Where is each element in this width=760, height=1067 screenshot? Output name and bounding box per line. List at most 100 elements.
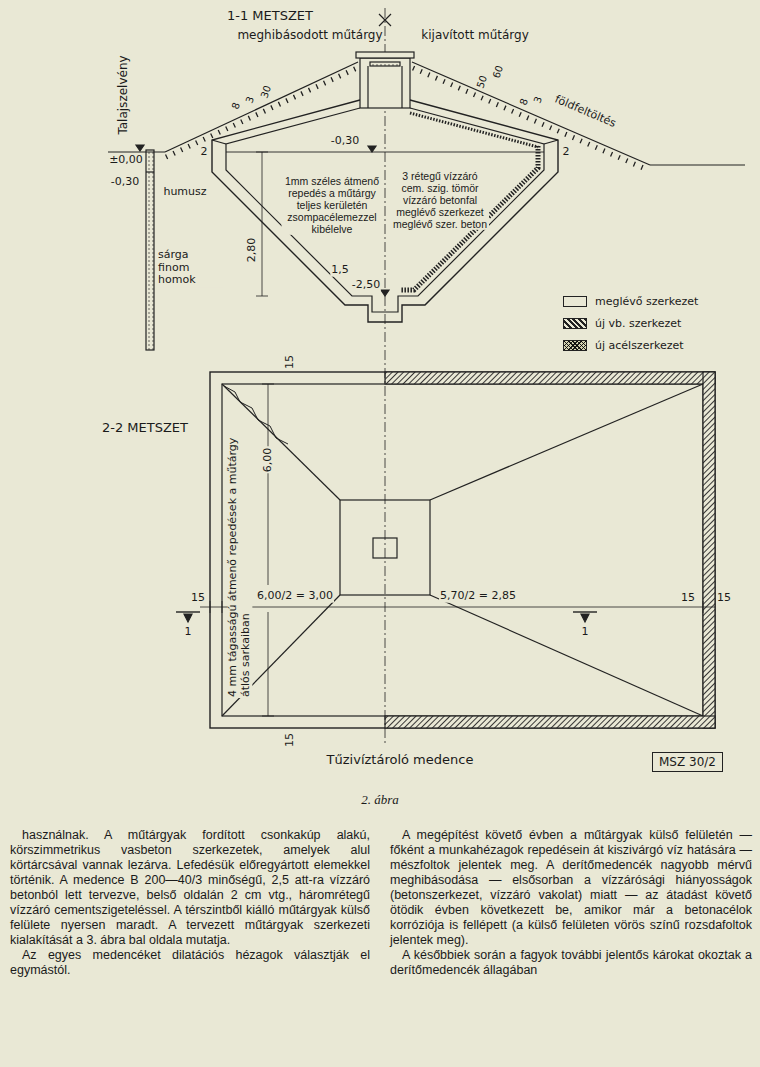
box-text: MSZ 30/2 xyxy=(653,753,722,771)
inner-profile xyxy=(226,108,544,312)
dimension-label: 15 xyxy=(716,592,732,605)
water-mark xyxy=(368,146,376,152)
dimension-label: 8 xyxy=(229,100,243,112)
dimension-label: 2 xyxy=(562,146,571,159)
body-paragraph: A megépítést követő évben a műtárgyak kü… xyxy=(390,828,752,948)
dimension-label: 3 xyxy=(531,94,545,106)
chimney-lid xyxy=(356,52,414,58)
joint-line xyxy=(212,140,226,144)
soil-column xyxy=(146,150,154,350)
note-text: 3 rétegű vízzáró cem. szig. tömör vízzár… xyxy=(391,170,489,230)
body-paragraph: A későbbiek során a fagyok további jelen… xyxy=(390,948,752,978)
section-1-1 xyxy=(108,8,745,350)
dimension-label: 30 xyxy=(258,83,274,101)
section-2-2 xyxy=(176,350,715,745)
section-arrow xyxy=(184,614,192,622)
ground-line xyxy=(108,151,165,152)
dimension-label: 2,80 xyxy=(246,237,259,264)
chimney xyxy=(360,58,410,108)
level-label: -2,50 xyxy=(351,279,381,292)
axis-line xyxy=(385,350,386,745)
figure-caption: 2. ábra xyxy=(361,792,399,808)
new-band xyxy=(703,372,715,728)
joint-line xyxy=(544,140,558,144)
dimension-label: 15 xyxy=(190,592,206,605)
dimension-line xyxy=(200,607,715,608)
legend-row: új vb. szerkezet xyxy=(563,312,698,334)
soil-label: sárga finom homok xyxy=(157,249,223,287)
dimension-tick xyxy=(210,601,211,613)
fill-hatch xyxy=(166,68,357,157)
dimension-label: 5,70/2 = 2,85 xyxy=(439,590,517,603)
fill-label: földfeltöltés xyxy=(552,93,619,131)
dimension-tick xyxy=(262,384,274,385)
dimension-label: 2 xyxy=(200,146,209,159)
chimney-cap xyxy=(370,62,400,66)
half-label: kijavított műtárgy xyxy=(420,29,529,43)
dimension-tick xyxy=(256,296,268,297)
level-label: -0,30 xyxy=(110,176,140,189)
section-mark xyxy=(573,611,597,612)
ground-line xyxy=(650,164,745,165)
text-column: használnak. A műtárgyak fordított csonka… xyxy=(10,828,370,978)
section-label: 1 xyxy=(581,626,590,639)
outer-wall xyxy=(210,372,715,728)
legend-row: meglévő szerkezet xyxy=(563,290,698,312)
text-column: A megépítést követő évben a műtárgyak kü… xyxy=(390,828,752,978)
soil-label: humusz xyxy=(162,186,207,199)
level-mark xyxy=(381,290,389,296)
chimney-inner xyxy=(367,66,368,108)
body-paragraph: Az egyes medencéket dilatációs hézagok v… xyxy=(10,948,370,978)
dimension-label: 50 xyxy=(474,73,490,91)
fill-slope xyxy=(412,62,650,165)
legend-swatch xyxy=(563,296,587,307)
dimension-line xyxy=(268,384,269,585)
legend-swatch xyxy=(563,318,587,329)
soil-boundary xyxy=(146,171,154,172)
standard-box: MSZ 30/2 xyxy=(652,752,723,772)
level-mark xyxy=(136,145,144,151)
water-level xyxy=(226,152,544,153)
body-paragraph: használnak. A műtárgyak fordított csonka… xyxy=(10,828,370,948)
diagonal xyxy=(430,384,703,500)
dimension-tick xyxy=(262,716,274,717)
outer-profile xyxy=(212,100,558,322)
dimension-tick xyxy=(222,601,223,613)
axis-symbol xyxy=(379,14,391,26)
level-label: -0,30 xyxy=(330,135,360,148)
dimension-label: 6,00 xyxy=(262,447,275,474)
dimension-label: 60 xyxy=(490,63,506,81)
note-text: 4 mm tágasságú átmenő repedések a műtárg… xyxy=(227,422,252,698)
section-mark xyxy=(176,611,200,612)
dimension-label: 15 xyxy=(284,732,297,748)
dimension-label: 1,5 xyxy=(330,264,350,277)
chimney-inner xyxy=(401,66,402,108)
section-title: 2-2 METSZET xyxy=(101,421,189,436)
level-label: ±0,00 xyxy=(108,154,144,167)
dimension-label: 15 xyxy=(284,354,297,370)
note-text: 1mm széles átmenő repedés a műtárgy telj… xyxy=(282,175,383,235)
legend: meglévő szerkezet új vb. szerkezet új acél… xyxy=(563,290,698,356)
diagonal xyxy=(430,595,703,716)
legend-text: új acélszerkezet xyxy=(595,339,684,352)
legend-text: új vb. szerkezet xyxy=(595,317,681,330)
fill-hatch xyxy=(413,68,648,170)
section-title: 1-1 METSZET xyxy=(226,9,314,24)
dimension-tick xyxy=(703,601,704,613)
drawing-title: Tűzivíztároló medence xyxy=(326,753,475,768)
new-band xyxy=(385,372,715,384)
legend-text: meglévő szerkezet xyxy=(595,295,698,308)
inner-wall xyxy=(222,384,703,716)
half-label: meghibásodott műtárgy xyxy=(236,29,383,43)
dimension-line xyxy=(268,612,269,716)
new-steel xyxy=(410,113,538,147)
dimension-label: 3 xyxy=(243,94,257,106)
legend-row: új acélszerkezet xyxy=(563,334,698,356)
dimension-label: 6,00/2 = 3,00 xyxy=(256,590,334,603)
dimension-tick xyxy=(256,152,268,153)
section-arrow xyxy=(581,614,589,622)
dimension-line xyxy=(262,152,263,296)
dimension-label: 8 xyxy=(517,96,531,108)
soil-label: Talajszelvény xyxy=(117,54,131,135)
